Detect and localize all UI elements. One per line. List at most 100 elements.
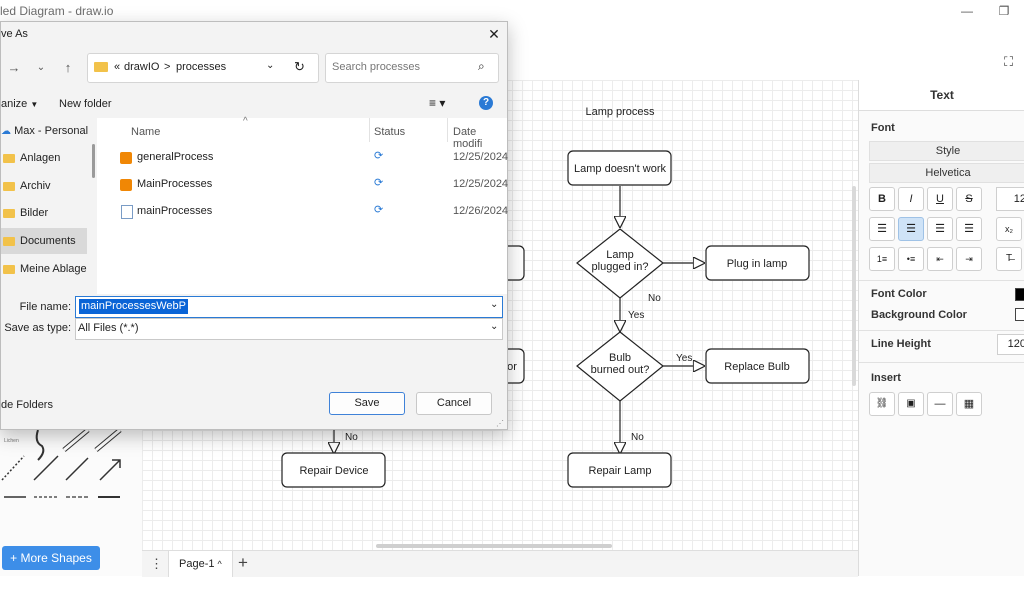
column-divider <box>369 118 370 142</box>
page-tab-caret-icon[interactable]: ^ <box>217 559 222 569</box>
breadcrumb-folder[interactable]: processes <box>176 61 227 73</box>
document-file-icon <box>121 205 133 219</box>
strikethrough-button[interactable]: S <box>956 187 982 211</box>
justify-icon[interactable]: ☰ <box>956 217 982 241</box>
numbered-list-icon[interactable]: 1≡ <box>869 247 895 271</box>
nav-item-meine-ablage[interactable]: Meine Ablage <box>1 256 87 282</box>
close-icon[interactable]: ✕ <box>488 26 500 42</box>
subscript-icon[interactable]: x₂ <box>996 217 1022 241</box>
view-options-icon[interactable]: ≡ ▾ <box>429 96 446 110</box>
clear-formatting-icon[interactable]: T̶ <box>996 247 1022 271</box>
history-dropdown-icon[interactable]: ⌄ <box>36 62 46 73</box>
outdent-icon[interactable]: ⇤ <box>927 247 953 271</box>
italic-button[interactable]: I <box>898 187 924 211</box>
divider <box>859 362 1024 363</box>
file-name-input[interactable]: mainProcessesWebP ⌄ <box>75 296 503 318</box>
line-height-input[interactable]: 120 <box>997 334 1024 355</box>
add-page-button[interactable]: + <box>238 553 248 572</box>
file-row[interactable]: MainProcesses ⟳ 12/25/2024 <box>97 171 509 197</box>
column-divider <box>447 118 448 142</box>
font-size-input[interactable]: 12 <box>996 187 1024 211</box>
more-shapes-button[interactable]: + More Shapes <box>2 546 100 570</box>
address-bar[interactable]: « drawIO > processes ⌄ ↻ <box>87 53 319 83</box>
breadcrumb-root[interactable]: drawIO <box>124 61 160 73</box>
pages-menu-icon[interactable]: ⋮ <box>150 556 163 571</box>
breadcrumb-separator: > <box>164 61 171 73</box>
edge-label-yes-2: Yes <box>676 353 692 364</box>
node-plug-in-lamp <box>705 245 810 281</box>
shape-library: Lichen <box>1 428 122 498</box>
bold-button[interactable]: B <box>869 187 895 211</box>
folder-icon <box>3 153 15 163</box>
canvas-vscroll[interactable] <box>852 186 856 386</box>
node-start-label: Lamp doesn't work <box>574 163 666 175</box>
command-bar: anize ▼ New folder ≡ ▾ ? <box>1 88 507 116</box>
column-header-status[interactable]: Status <box>374 126 406 138</box>
style-dropdown[interactable]: Style <box>869 141 1024 161</box>
nav-item-bilder[interactable]: Bilder <box>1 200 87 226</box>
help-icon[interactable]: ? <box>479 96 493 110</box>
up-icon[interactable]: ↑ <box>64 60 72 75</box>
edge-label-no-2: No <box>631 432 644 443</box>
file-date: 12/25/2024 <box>453 178 509 190</box>
organize-menu[interactable]: anize ▼ <box>1 98 38 110</box>
font-family-dropdown[interactable]: Helvetica <box>869 163 1024 183</box>
column-header-name[interactable]: Name <box>131 126 161 138</box>
minimize-icon[interactable]: — <box>961 4 973 18</box>
drawio-file-icon <box>120 179 132 191</box>
file-date: 12/26/2024 <box>453 205 509 217</box>
nav-item-anlagen[interactable]: Anlagen <box>1 145 87 171</box>
save-button[interactable]: Save <box>329 392 405 415</box>
refresh-icon[interactable]: ↻ <box>294 59 305 74</box>
navpane-scrollbar[interactable] <box>92 144 95 178</box>
search-icon[interactable]: ⌕ <box>478 59 485 73</box>
node-lamp-doesnt-work <box>567 150 672 186</box>
shape-arrow <box>99 459 121 481</box>
file-row[interactable]: mainProcesses ⟳ 12/26/2024 <box>97 198 509 224</box>
address-dropdown-icon[interactable]: ⌄ <box>266 60 275 71</box>
canvas-hscroll[interactable] <box>376 544 612 548</box>
folder-icon <box>94 62 108 72</box>
nav-item-label: Anlagen <box>20 152 61 164</box>
underline-button[interactable]: U <box>927 187 953 211</box>
align-left-icon[interactable]: ☰ <box>869 217 895 241</box>
file-name-dropdown-icon[interactable]: ⌄ <box>490 299 499 310</box>
tab-text[interactable]: Text <box>859 80 1024 111</box>
restore-icon[interactable]: ❐ <box>998 4 1010 18</box>
nav-item-archiv[interactable]: Archiv <box>1 173 87 199</box>
insert-link-icon[interactable]: ⛓ <box>869 392 895 416</box>
nav-item-documents[interactable]: Documents <box>1 228 87 254</box>
align-right-icon[interactable]: ☰ <box>927 217 953 241</box>
page-tab[interactable]: Page-1 ^ <box>168 551 233 577</box>
save-type-dropdown-icon[interactable]: ⌄ <box>490 321 499 332</box>
font-color-label: Font Color <box>871 288 927 300</box>
hide-folders-toggle[interactable]: de Folders <box>1 399 53 411</box>
align-center-icon[interactable]: ☰ <box>898 217 924 241</box>
file-row[interactable]: generalProcess ⟳ 12/25/2024 <box>97 144 508 170</box>
cancel-button[interactable]: Cancel <box>416 392 492 415</box>
column-header-date[interactable]: Date modifi <box>453 126 483 150</box>
folder-icon <box>3 208 15 218</box>
indent-icon[interactable]: ⇥ <box>956 247 982 271</box>
save-as-dialog: ve As ✕ → ⌄ ↑ « drawIO > processes ⌄ ↻ S… <box>0 21 508 430</box>
insert-image-icon[interactable]: ▣ <box>898 392 924 416</box>
font-color-swatch[interactable] <box>1015 288 1024 301</box>
nav-item-label: Max - Personal <box>14 125 89 137</box>
insert-table-icon[interactable]: ▦ <box>956 392 982 416</box>
divider <box>859 330 1024 331</box>
new-folder-button[interactable]: New folder <box>59 98 112 110</box>
shape-curve <box>35 429 45 461</box>
bullet-list-icon[interactable]: •≡ <box>898 247 924 271</box>
shape-label: Lichen <box>4 438 19 444</box>
background-color-checkbox[interactable] <box>1015 308 1024 321</box>
resize-grip-icon[interactable]: ⋰ <box>496 419 504 428</box>
insert-hr-icon[interactable]: — <box>927 392 953 416</box>
save-type-select[interactable]: All Files (*.*) ⌄ <box>75 318 503 340</box>
navigation-pane: ☁ Max - Personal Anlagen Archiv Bilder D… <box>1 118 89 286</box>
forward-icon[interactable]: → <box>7 60 21 75</box>
fullscreen-icon[interactable]: ⛶ <box>1004 54 1014 69</box>
organize-label: anize <box>1 98 28 110</box>
nav-item-onedrive[interactable]: ☁ Max - Personal <box>1 118 89 144</box>
search-input[interactable]: Search processes ⌕ <box>325 53 499 83</box>
